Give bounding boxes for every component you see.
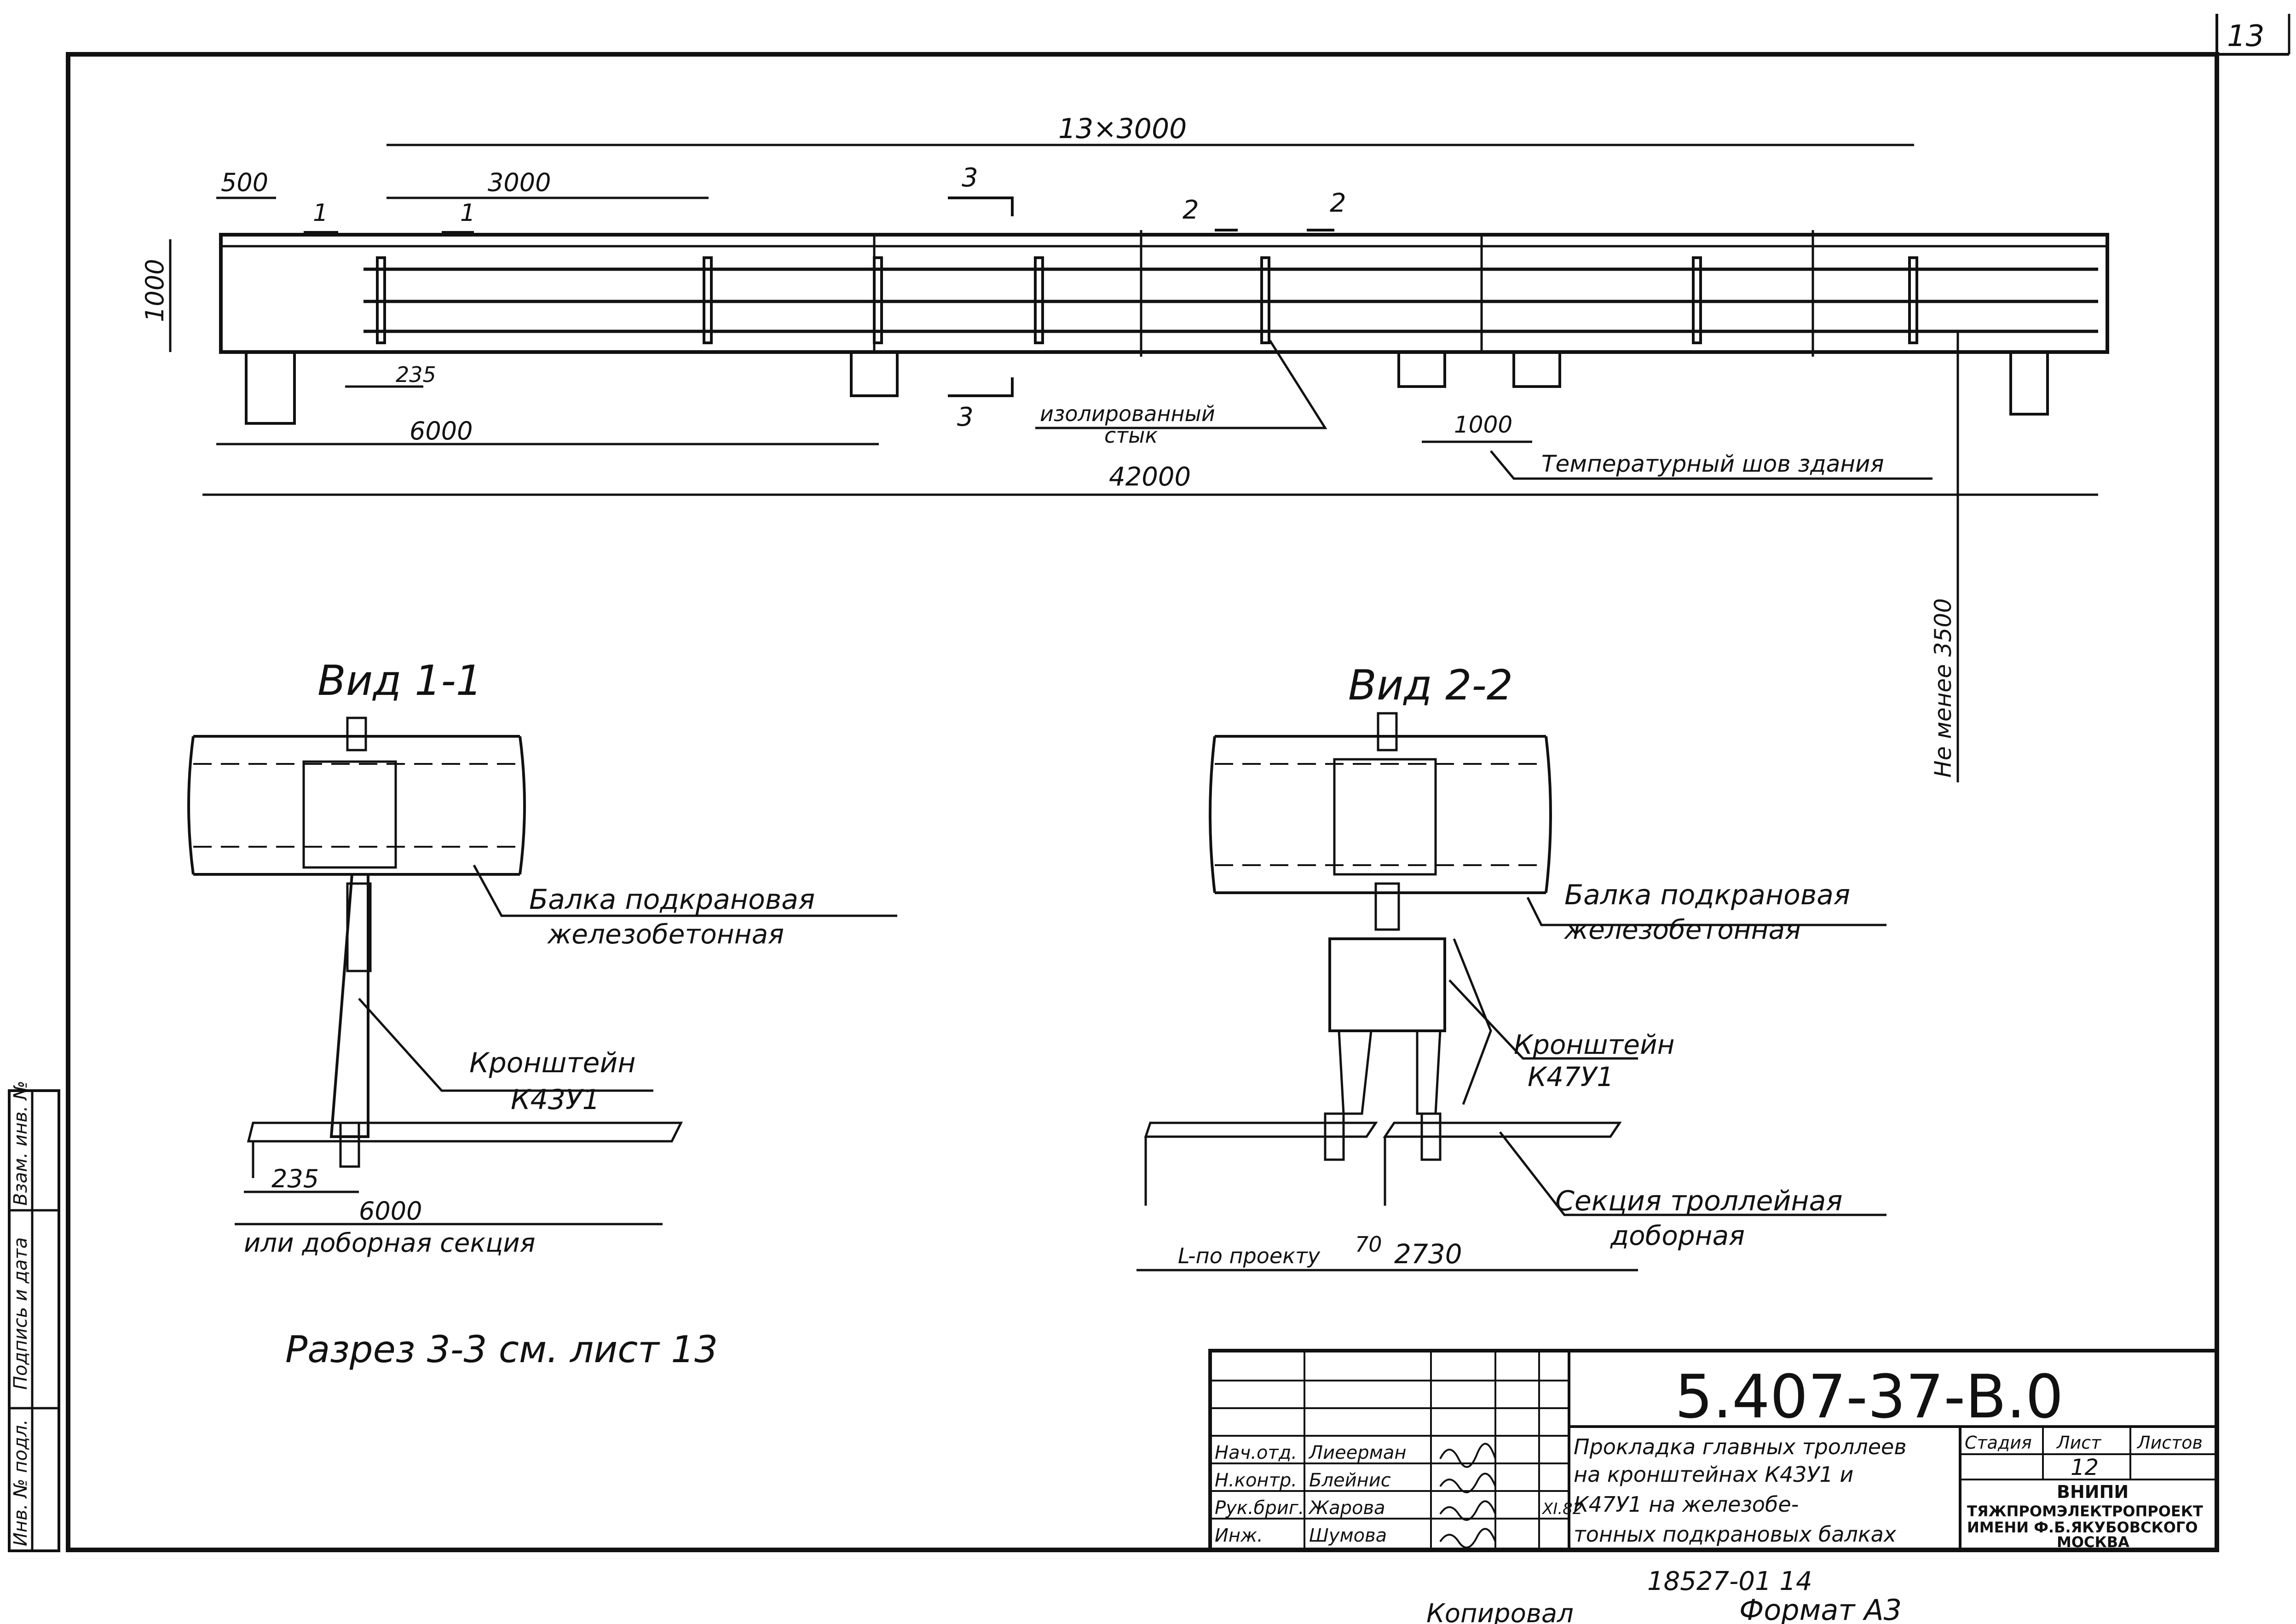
name-2: Блейнис <box>1309 1470 1391 1491</box>
dim-1000-height: 1000 <box>140 259 169 322</box>
view-2-section-label-2: доборная <box>1610 1220 1745 1251</box>
org-line-2: ТЯЖПРОМЭЛЕКТРОПРОЕКТ <box>1967 1503 2203 1520</box>
dim-42000: 42000 <box>1109 462 1191 492</box>
col-sheet: Лист <box>2056 1433 2102 1453</box>
side-stamp-col2: Подпись и дата <box>10 1237 31 1390</box>
title-line-3: К47У1 на железобе- <box>1574 1492 1799 1517</box>
doc-code: 5.407-37-В.0 <box>1675 1362 2064 1432</box>
dim-500: 500 <box>221 168 268 197</box>
view-2-beam-label-2: железобетонная <box>1563 914 1801 945</box>
title-block <box>1208 1349 2219 1552</box>
section-marker-3: 3 <box>962 163 978 193</box>
role-3: Рук.бриг. <box>1215 1497 1304 1519</box>
view-1-bracket-label: Кронштейн <box>469 1047 636 1079</box>
section-marker-2b: 2 <box>1330 188 1346 218</box>
side-stamp-col1: Инв. № подл. <box>10 1419 31 1546</box>
copied-label: Копировал <box>1426 1599 1574 1624</box>
title-line-1: Прокладка главных троллеев <box>1574 1434 1906 1459</box>
date: XI.82 <box>1541 1500 1582 1518</box>
dim-3000: 3000 <box>488 168 551 197</box>
role-1: Нач.отд. <box>1215 1442 1297 1463</box>
view-2-dim-2730: 2730 <box>1394 1238 1462 1270</box>
view-1-dim-235: 235 <box>271 1164 319 1193</box>
section-marker-1b: 1 <box>460 199 475 227</box>
sheet-frame <box>66 14 2290 1552</box>
title-line-2: на кронштейнах К43У1 и <box>1574 1462 1853 1487</box>
corner-sheet-number: 13 <box>2227 19 2264 53</box>
section-marker-2: 2 <box>1183 195 1199 225</box>
title-line-4: тонных подкрановых балках <box>1574 1522 1897 1547</box>
col-sheets: Листов <box>2136 1433 2203 1453</box>
dim-1000-gap: 1000 <box>1454 411 1512 438</box>
org-line-3: ИМЕНИ Ф.Б.ЯКУБОВСКОГО <box>1967 1519 2198 1536</box>
dim-overall-span: 13×3000 <box>1058 113 1187 145</box>
dim-235: 235 <box>396 362 436 387</box>
view-2-section-label: Секция троллейная <box>1555 1185 1843 1217</box>
label-temperature-joint: Температурный шов здания <box>1541 451 1884 477</box>
section-marker-1: 1 <box>313 199 328 227</box>
view-1-beam-label-2: железобетонная <box>547 919 784 950</box>
name-3: Жарова <box>1308 1497 1385 1519</box>
col-stage: Стадия <box>1965 1433 2032 1453</box>
format-label: Формат А3 <box>1739 1593 1902 1624</box>
view-2-title: Вид 2-2 <box>1348 661 1513 710</box>
view-2-bracket-label: Кронштейн <box>1514 1029 1675 1060</box>
view-2-dim-70: 70 <box>1355 1232 1382 1257</box>
section-marker-3b: 3 <box>957 402 974 432</box>
label-min-height: Не менее 3500 <box>1930 598 1956 778</box>
label-insulated-joint-2: стык <box>1104 423 1158 448</box>
org-line-1: ВНИПИ <box>2057 1482 2129 1502</box>
label-insulated-joint: изолированный <box>1040 401 1215 426</box>
side-stamp <box>8 1089 60 1552</box>
view-1-dim-6000: 6000 <box>359 1196 422 1225</box>
view-2-2 <box>1136 712 1886 1271</box>
role-4: Инж. <box>1215 1525 1263 1546</box>
view-2-dim-L: L-по проекту <box>1178 1243 1321 1268</box>
org-line-4: МОСКВА <box>2057 1533 2129 1551</box>
view-2-beam-label: Балка подкрановая <box>1564 879 1850 911</box>
view-1-note: или доборная секция <box>244 1228 535 1258</box>
view-1-1 <box>187 717 897 1225</box>
view-1-beam-label: Балка подкрановая <box>529 884 815 916</box>
section-note: Разрез 3-3 см. лист 13 <box>285 1328 718 1371</box>
dim-6000: 6000 <box>410 416 473 445</box>
side-stamp-col3: Взам. инв. № <box>10 1081 31 1206</box>
view-1-bracket-code: К43У1 <box>511 1084 600 1116</box>
view-1-title: Вид 1-1 <box>317 657 482 705</box>
sheet-value: 12 <box>2071 1455 2099 1480</box>
name-1: Лиеерман <box>1308 1442 1407 1463</box>
elevation-view <box>169 144 2109 782</box>
order-number: 18527-01 14 <box>1647 1566 1812 1596</box>
name-4: Шумова <box>1309 1525 1387 1546</box>
role-2: Н.контр. <box>1215 1470 1297 1491</box>
view-2-bracket-code: К47У1 <box>1528 1061 1614 1092</box>
